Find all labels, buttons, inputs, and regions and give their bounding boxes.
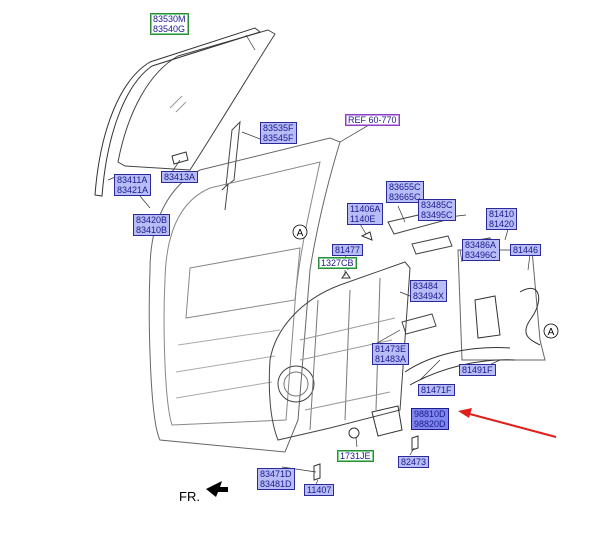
part-number-text: 83420B: [136, 215, 168, 225]
door-glass: [117, 29, 276, 171]
part-number-text: 1731JE: [340, 451, 371, 461]
front-direction-arrow: [206, 481, 228, 497]
part-number-text: 81473E: [375, 344, 407, 354]
part-number-text: 83485C: [421, 200, 453, 210]
latch-box: [457, 249, 546, 361]
inner-handle: [401, 313, 437, 335]
glass-run-channel: [94, 27, 262, 197]
regulator-motor: [371, 405, 403, 437]
part-number-text: 83411A: [117, 175, 148, 185]
door-lower-lines: [175, 329, 281, 399]
door-outer-frame: [148, 137, 341, 453]
part-number-text: 98820D: [414, 419, 446, 429]
bolt-1: [341, 271, 351, 279]
part-number-text: 83421A: [117, 185, 149, 195]
part-label-11407: 11407: [304, 484, 335, 496]
cable-1: [404, 346, 511, 373]
part-label-81491f: 81491F: [459, 364, 496, 376]
part-number-text: 81477: [335, 245, 361, 255]
part-number-text: 98810D: [414, 409, 446, 419]
module-panel: [268, 261, 411, 441]
part-label-1731je: 1731JE: [337, 450, 374, 462]
part-label-81477: 81477: [332, 244, 364, 256]
part-number-text: 1140E: [350, 214, 376, 224]
callout-a-2: A: [543, 323, 559, 339]
part-number-text: 81483A: [375, 354, 407, 364]
part-number-text: 83540G: [153, 24, 186, 34]
part-number-text: 81446: [513, 245, 539, 255]
part-number-text: 81491F: [462, 365, 493, 375]
part-number-text: 83496C: [465, 250, 497, 260]
svg-text:A: A: [297, 228, 304, 239]
ref-label-60-770: REF 60-770: [345, 114, 400, 126]
part-number-text: REF 60-770: [348, 115, 397, 125]
svg-text:A: A: [548, 327, 555, 338]
part-number-text: 81410: [489, 209, 515, 219]
part-number-text: 11406A: [350, 204, 381, 214]
latch-cable: [519, 287, 541, 346]
part-label-82473: 82473: [398, 456, 430, 468]
part-number-text: 83484: [413, 281, 439, 291]
part-number-text: 83530M: [153, 14, 186, 24]
part-number-text: 82473: [401, 457, 427, 467]
part-number-text: 83495C: [421, 210, 453, 220]
callout-a-1: A: [292, 224, 308, 240]
part-number-text: 83655C: [389, 182, 421, 192]
part-label-81471f: 81471F: [418, 384, 455, 396]
glass-highlight: [169, 95, 187, 113]
part-number-text: 83410B: [136, 225, 168, 235]
part-number-text: 83413A: [164, 172, 196, 182]
bolt-3: [411, 435, 419, 451]
part-number-text: 11407: [307, 485, 332, 495]
module-speaker-hole: [277, 365, 315, 403]
part-number-text: 1327CB: [321, 258, 354, 268]
part-label-81446: 81446: [510, 244, 542, 256]
part-label-83413a: 83413A: [161, 171, 199, 183]
part-number-text: 83535F: [263, 123, 294, 133]
part-number-text: 81420: [489, 219, 515, 229]
part-number-text: 83545F: [263, 133, 294, 143]
grommet: [348, 427, 360, 439]
bolt-4: [313, 463, 321, 481]
part-number-text: 83481D: [260, 479, 292, 489]
part-number-text: 83494X: [413, 291, 445, 301]
clip: [171, 151, 189, 165]
front-direction-label: FR.: [179, 489, 200, 504]
handle-cover: [411, 235, 453, 255]
part-number-text: 83665C: [389, 192, 421, 202]
part-label-1327cb: 1327CB: [318, 257, 357, 269]
bolt-2: [360, 231, 373, 241]
part-number-text: 83486A: [465, 240, 497, 250]
highlight-arrow: [458, 408, 557, 438]
rear-channel: [221, 120, 241, 211]
door-window-opening: [185, 247, 301, 319]
part-number-text: 83471D: [260, 469, 292, 479]
part-number-text: 81471F: [421, 385, 452, 395]
door-latch: [474, 295, 501, 339]
